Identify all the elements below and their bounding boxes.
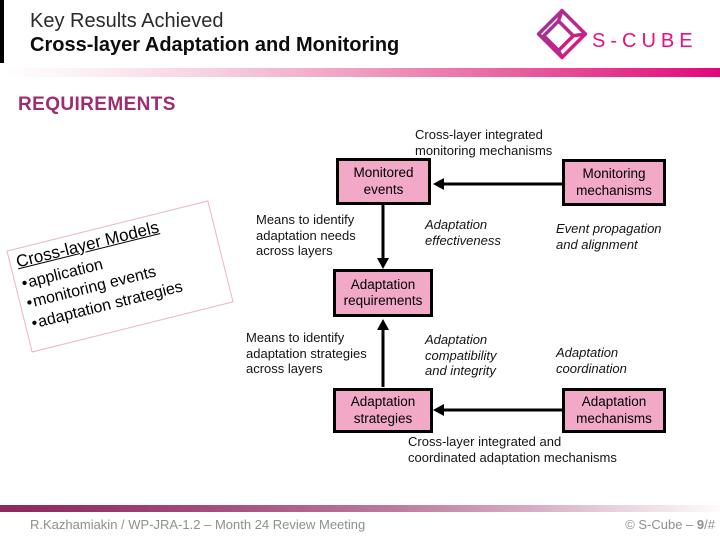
box-monitored-events: Monitored events [336,158,431,205]
footer-credit: R.Kazhamiakin / WP-JRA-1.2 – Month 24 Re… [30,517,366,532]
arrow-monitored-to-requirements [377,205,389,269]
section-title: REQUIREMENTS [18,94,176,115]
note-means-strategies: Means to identify adaptation strategies … [246,330,367,377]
arrow-monitoring-to-monitored [433,178,562,190]
footer-page-number: 9 [696,517,705,532]
s-cube-logo: S-CUBE [536,8,698,60]
cross-layer-models-note: Cross-layer Models •application •monitor… [6,200,234,353]
left-edge-accent [0,0,4,63]
note-adaptation-effectiveness: Adaptation effectiveness [425,217,501,248]
header-divider-bar [0,68,720,77]
cube-logo-icon [536,8,588,60]
annotation-monitoring-top: Cross-layer integrated monitoring mechan… [415,127,553,158]
arrow-strategies-to-requirements [377,319,389,387]
box-adaptation-mechanisms: Adaptation mechanisms [562,388,666,433]
page-title: Key Results Achieved Cross-layer Adaptat… [30,9,399,57]
box-monitoring-mechanisms: Monitoring mechanisms [562,159,666,206]
footer-copyright: © S-Cube – [625,517,697,532]
box-adaptation-requirements: Adaptation requirements [333,269,433,317]
annotation-adaptation-bottom: Cross-layer integrated and coordinated a… [408,434,617,465]
page-title-line1: Key Results Achieved [30,10,224,32]
footer-divider-bar [0,505,720,512]
arrow-mechanisms-to-strategies [433,404,562,416]
note-means-needs: Means to identify adaptation needs acros… [256,212,356,259]
footer-page-info: © S-Cube – 9/# [625,517,715,532]
box-adaptation-strategies: Adaptation strategies [333,388,433,433]
note-event-propagation: Event propagation and alignment [556,221,662,252]
page-title-line2: Cross-layer Adaptation and Monitoring [30,34,400,56]
footer-page-suffix: /# [704,517,715,532]
note-adaptation-coordination: Adaptation coordination [556,345,627,376]
note-adaptation-compatibility: Adaptation compatibility and integrity [425,332,497,379]
logo-text: S-CUBE [592,29,698,52]
